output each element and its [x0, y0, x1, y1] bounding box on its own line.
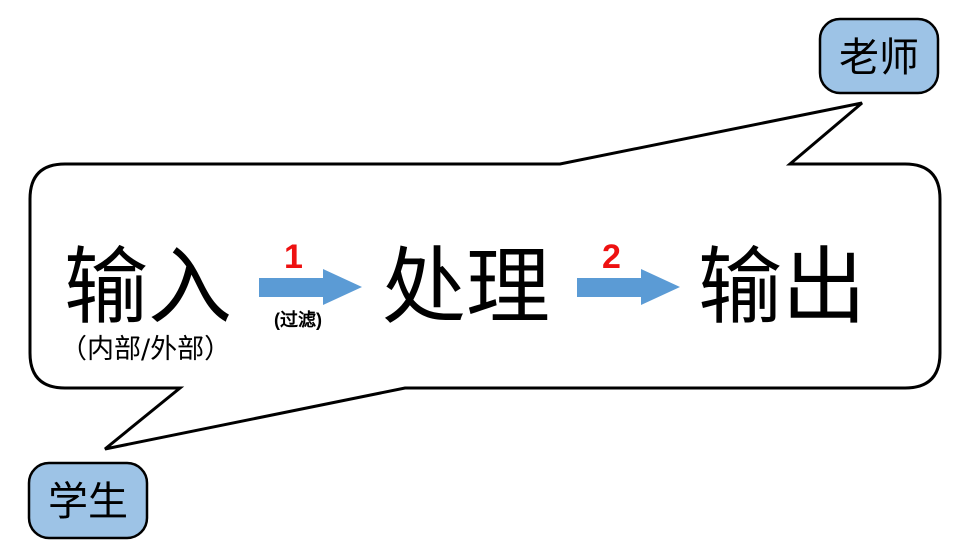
step-1-note: (过滤) [274, 309, 322, 330]
speech-bubble [28, 101, 942, 451]
output-label: 输出 [698, 238, 866, 336]
process-label: 处理 [382, 238, 550, 336]
teacher-label: 老师 [839, 35, 919, 81]
step-1-number: 1 [284, 238, 303, 276]
input-note: （内部/外部） [60, 334, 231, 365]
teacher-box [818, 17, 940, 95]
arrow-right-icon [577, 269, 680, 305]
student-label: 学生 [48, 479, 128, 525]
input-label: 输入 [64, 238, 232, 336]
step-2-number: 2 [602, 238, 621, 276]
arrow-right-icon [259, 269, 362, 305]
student-box [27, 461, 149, 540]
